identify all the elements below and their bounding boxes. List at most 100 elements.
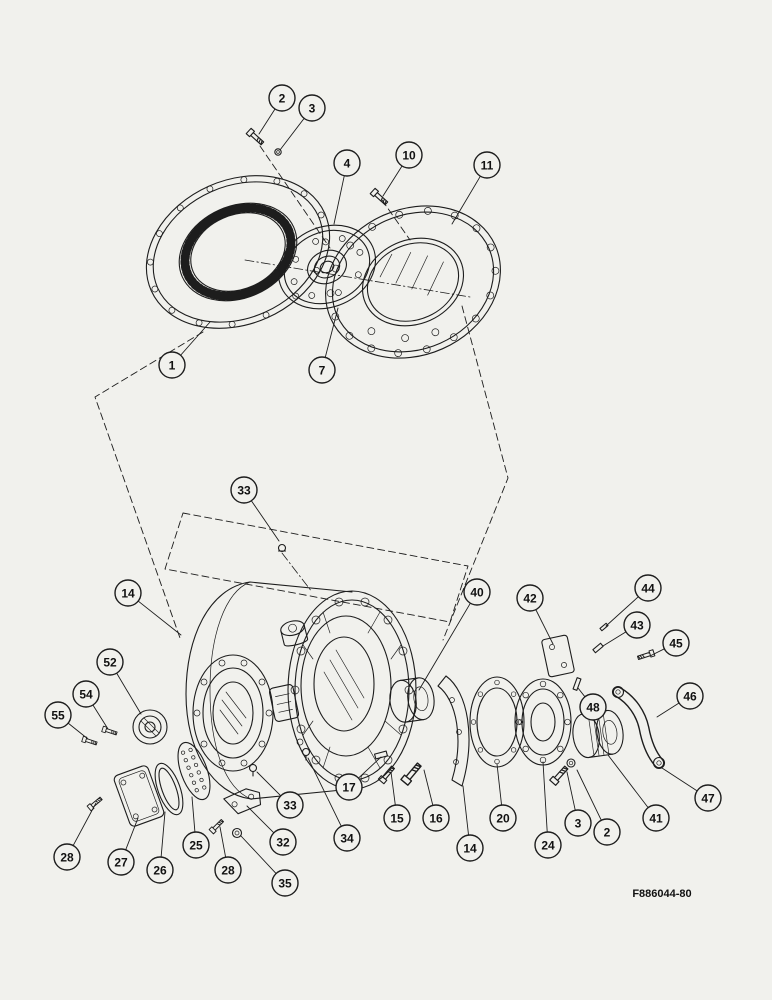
callout-3: 3 xyxy=(279,94,326,151)
svg-text:42: 42 xyxy=(523,592,537,606)
callout-20: 20 xyxy=(489,763,517,832)
gasket-26 xyxy=(154,762,184,816)
svg-text:2: 2 xyxy=(279,92,286,106)
bolt-54 xyxy=(101,725,118,737)
svg-text:40: 40 xyxy=(470,586,484,600)
callout-35: 35 xyxy=(240,835,299,897)
callout-33: 33 xyxy=(256,771,304,819)
callout-52: 52 xyxy=(96,648,142,715)
callout-2: 2 xyxy=(576,769,621,846)
cover-plate-27 xyxy=(113,765,165,827)
svg-text:26: 26 xyxy=(153,864,167,878)
svg-text:28: 28 xyxy=(221,864,235,878)
spacer-40 xyxy=(389,677,435,723)
callout-26: 26 xyxy=(146,811,174,884)
svg-text:17: 17 xyxy=(342,781,356,795)
callout-48: 48 xyxy=(577,687,607,721)
callout-46: 46 xyxy=(656,682,704,718)
stud-17 xyxy=(374,750,388,760)
svg-text:1: 1 xyxy=(169,359,176,373)
callout-45: 45 xyxy=(649,629,690,657)
callout-34: 34 xyxy=(307,757,361,852)
svg-text:11: 11 xyxy=(481,159,494,173)
svg-text:15: 15 xyxy=(390,812,404,826)
nut-35 xyxy=(231,827,243,839)
svg-text:33: 33 xyxy=(283,799,297,813)
svg-text:3: 3 xyxy=(575,817,582,831)
svg-text:27: 27 xyxy=(114,856,128,870)
svg-text:20: 20 xyxy=(496,812,510,826)
shim-segment-14 xyxy=(437,675,470,787)
pin-48 xyxy=(572,677,582,691)
cover-plate xyxy=(325,205,501,359)
callout-17: 17 xyxy=(335,756,382,801)
bracket-32 xyxy=(223,788,262,815)
callout-43: 43 xyxy=(602,611,651,647)
callout-14: 14 xyxy=(114,579,182,636)
plug-33-top xyxy=(277,543,287,553)
svg-text:35: 35 xyxy=(278,877,292,891)
bolt-28-right xyxy=(208,817,226,835)
callout-40: 40 xyxy=(418,578,491,691)
bracket-42 xyxy=(541,634,575,678)
svg-text:52: 52 xyxy=(103,656,117,670)
bolt-55 xyxy=(81,735,98,747)
callout-2: 2 xyxy=(258,84,296,135)
svg-text:14: 14 xyxy=(121,587,135,601)
svg-text:46: 46 xyxy=(683,690,697,704)
top-bolts xyxy=(245,127,390,207)
callout-7: 7 xyxy=(308,307,339,384)
svg-text:34: 34 xyxy=(340,832,354,846)
callout-1: 1 xyxy=(158,321,211,379)
svg-text:54: 54 xyxy=(79,688,93,702)
bearing-flange-24 xyxy=(514,678,572,766)
pin-43 xyxy=(592,642,604,654)
callout-44: 44 xyxy=(605,574,662,627)
svg-text:10: 10 xyxy=(402,149,416,163)
lever-46 xyxy=(611,685,666,770)
svg-text:41: 41 xyxy=(649,812,663,826)
callout-24: 24 xyxy=(534,761,562,859)
screen-plate-25 xyxy=(177,741,211,801)
svg-text:28: 28 xyxy=(60,851,74,865)
callout-42: 42 xyxy=(516,584,554,645)
callout-55: 55 xyxy=(44,701,89,740)
ring-gear xyxy=(145,175,331,329)
svg-text:25: 25 xyxy=(189,839,203,853)
callout-47: 47 xyxy=(661,767,722,812)
svg-text:16: 16 xyxy=(429,812,443,826)
callout-33: 33 xyxy=(230,476,280,542)
svg-text:3: 3 xyxy=(309,102,316,116)
callout-4: 4 xyxy=(333,149,361,225)
phantom-lines xyxy=(94,145,509,641)
svg-text:45: 45 xyxy=(669,637,683,651)
svg-text:32: 32 xyxy=(276,836,290,850)
svg-text:47: 47 xyxy=(701,792,715,806)
svg-text:4: 4 xyxy=(344,157,351,171)
svg-text:48: 48 xyxy=(586,701,600,715)
callout-32: 32 xyxy=(246,805,297,856)
callout-28: 28 xyxy=(214,826,242,884)
svg-text:24: 24 xyxy=(541,839,555,853)
bolt-16 xyxy=(400,761,424,786)
plug-34 xyxy=(301,747,311,761)
bolt-28-left xyxy=(86,795,104,812)
svg-text:14: 14 xyxy=(463,842,477,856)
hub-flange xyxy=(277,224,377,310)
plug-33-bottom xyxy=(248,763,258,777)
callout-54: 54 xyxy=(72,680,109,730)
figure-code: F886044-80 xyxy=(632,888,691,900)
callout-41: 41 xyxy=(607,754,670,832)
callout-3: 3 xyxy=(564,771,592,837)
callout-11: 11 xyxy=(451,151,501,225)
callout-14: 14 xyxy=(456,785,484,862)
callout-15: 15 xyxy=(383,771,411,832)
svg-text:44: 44 xyxy=(641,582,655,596)
bearing-cap-52 xyxy=(132,709,168,745)
callout-25: 25 xyxy=(182,796,210,859)
bolt-2-lower xyxy=(549,764,570,786)
callout-27: 27 xyxy=(107,817,139,876)
